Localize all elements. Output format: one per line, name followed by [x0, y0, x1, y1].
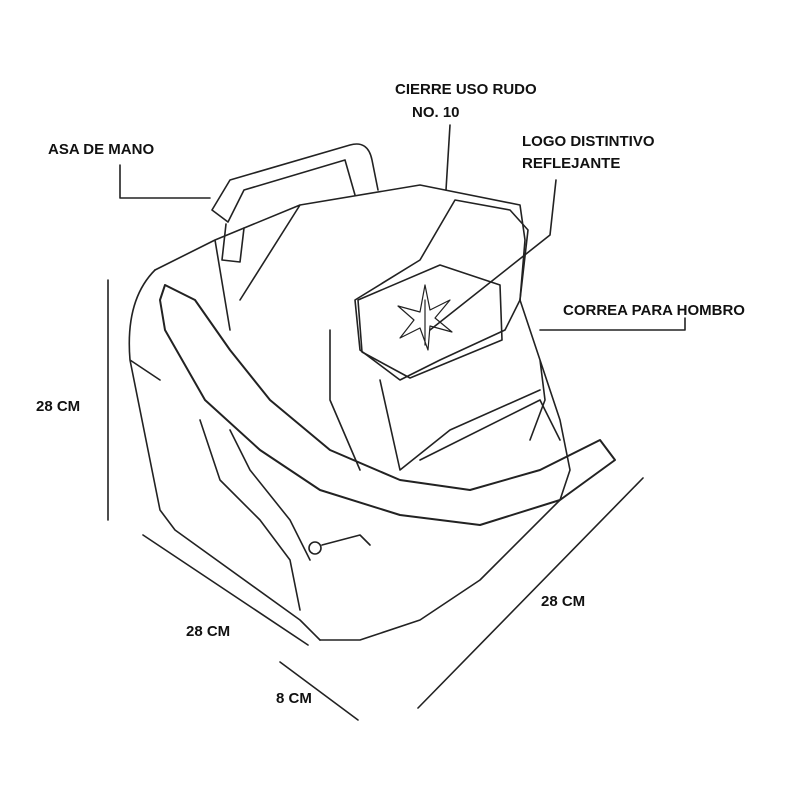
front-compartment [329, 329, 561, 471]
dim-width: 28 CM [186, 623, 231, 640]
leader-zipper [445, 124, 451, 191]
bag-top [154, 184, 526, 331]
handle [211, 143, 379, 263]
logo-patch [357, 264, 503, 379]
front-flap [354, 199, 529, 381]
label-zipper-line1: CIERRE USO RUDO [395, 81, 537, 98]
dim-length: 28 CM [541, 593, 586, 610]
star-of-life [397, 284, 453, 351]
leader-handle [119, 164, 211, 199]
shoulder-strap [159, 284, 616, 526]
dim-width-line [142, 534, 309, 646]
label-logo-line1: LOGO DISTINTIVO [522, 133, 655, 150]
label-handle: ASA DE MANO [48, 141, 155, 158]
leader-logo [429, 179, 557, 331]
label-logo-line2: REFLEJANTE [522, 155, 621, 172]
dim-length-line [417, 477, 644, 709]
bag-right-side [319, 299, 571, 641]
strap-buckle [308, 541, 322, 555]
strap-lower [199, 419, 311, 611]
label-strap: CORREA PARA HOMBRO [563, 302, 745, 319]
bag-left-side [128, 269, 321, 641]
dim-depth-line [279, 661, 359, 721]
label-zipper-line2: NO. 10 [412, 104, 460, 121]
dim-depth: 8 CM [276, 690, 312, 707]
dim-height: 28 CM [36, 398, 81, 415]
leader-strap [539, 317, 686, 331]
